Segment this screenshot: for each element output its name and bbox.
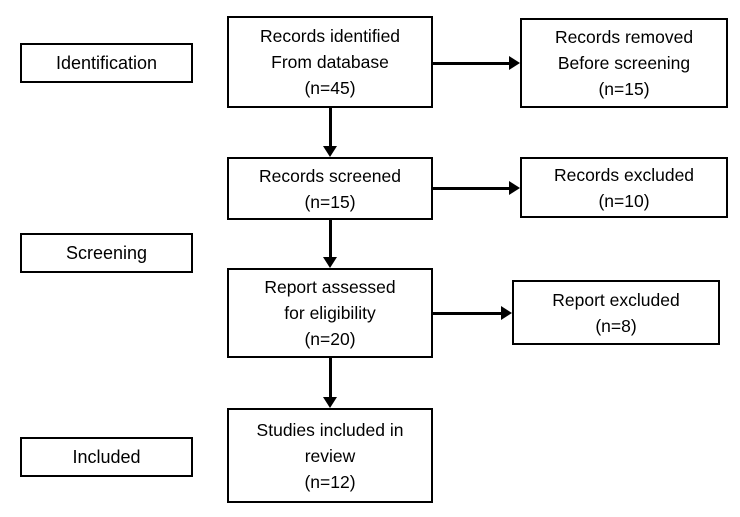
box-records-excluded: Records excluded (n=10) <box>520 157 728 218</box>
box-count: (n=45) <box>304 78 356 98</box>
arrow-head <box>323 146 337 157</box>
arrow-shaft <box>328 108 332 146</box>
arrow-down-icon <box>323 358 337 408</box>
arrow-head <box>323 257 337 268</box>
arrow-head <box>509 181 520 195</box>
box-text-line: Records removed <box>554 27 694 47</box>
arrow-down-icon <box>323 220 337 268</box>
box-report-excluded: Report excluded (n=8) <box>512 280 720 345</box>
arrow-shaft <box>328 358 332 397</box>
arrow-head <box>501 306 512 320</box>
box-text-line: Records excluded <box>553 164 695 185</box>
arrow-head <box>323 397 337 408</box>
box-count: (n=15) <box>598 79 650 99</box>
stage-label-included: Included <box>20 437 193 477</box>
stage-label-text: Included <box>72 446 141 467</box>
arrow-head <box>509 56 520 70</box>
arrow-shaft <box>433 61 509 65</box>
box-studies-included: Studies included in review (n=12) <box>227 408 433 503</box>
arrow-shaft <box>433 186 509 190</box>
box-text-line: Before screening <box>557 53 691 73</box>
box-records-screened: Records screened (n=15) <box>227 157 433 220</box>
arrow-shaft <box>433 311 501 315</box>
arrow-right-icon <box>433 56 520 70</box>
box-text-line: From database <box>271 52 389 72</box>
box-count: (n=8) <box>595 315 637 336</box>
box-text-line: Studies included in <box>256 419 404 440</box>
stage-label-text: Screening <box>65 242 148 263</box>
box-count: (n=12) <box>304 471 356 492</box>
box-text-line: Report assessed <box>264 277 396 297</box>
box-text-line: review <box>304 445 356 466</box>
box-text-line: for eligibility <box>284 303 376 323</box>
arrow-right-icon <box>433 306 512 320</box>
arrow-right-icon <box>433 181 520 195</box>
stage-label-identification: Identification <box>20 43 193 83</box>
box-count: (n=10) <box>598 190 650 211</box>
box-report-assessed: Report assessed for eligibility (n=20) <box>227 268 433 358</box>
stage-label-text: Identification <box>55 52 158 73</box>
box-records-identified: Records identified From database (n=45) <box>227 16 433 108</box>
box-count: (n=20) <box>304 329 356 349</box>
stage-label-screening: Screening <box>20 233 193 273</box>
arrow-down-icon <box>323 108 337 157</box>
box-count: (n=15) <box>304 191 356 212</box>
box-text-line: Records screened <box>258 165 402 186</box>
box-text-line: Report excluded <box>552 289 680 310</box>
box-records-removed: Records removed Before screening (n=15) <box>520 18 728 108</box>
box-text-line: Records identified <box>259 26 401 46</box>
arrow-shaft <box>328 220 332 257</box>
